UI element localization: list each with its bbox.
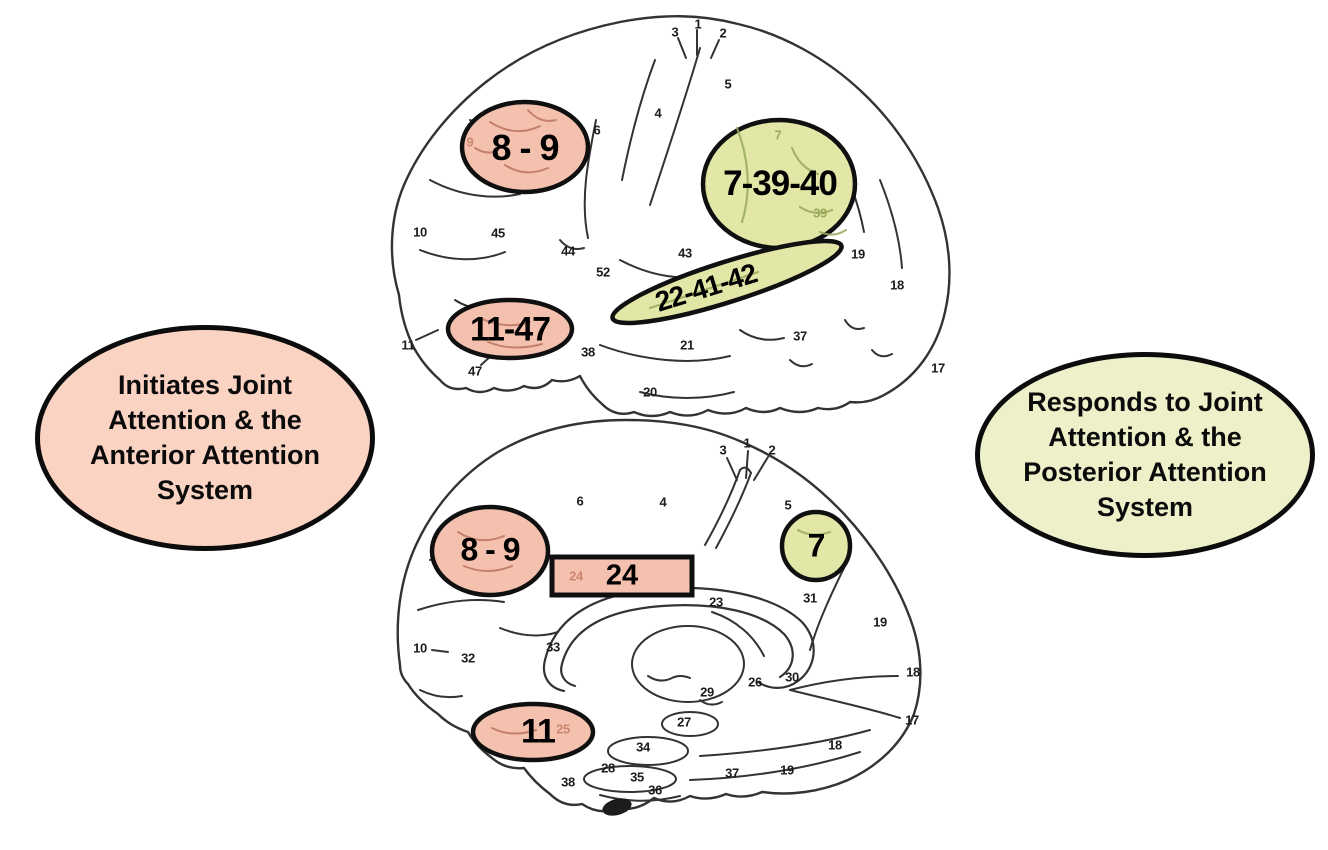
area-label-17: 17: [931, 360, 945, 376]
thalamus: [631, 625, 745, 703]
anterior-system-bubble: Initiates Joint Attention & the Anterior…: [35, 325, 375, 551]
area-label-17: 17: [905, 712, 919, 728]
region-label-medial-24: 24: [605, 559, 639, 592]
area-label-37: 37: [725, 765, 739, 781]
region-label-lateral-22-41-42: 22-41-42: [651, 257, 761, 318]
area-label-1: 1: [743, 435, 751, 451]
region-label-lateral-7-39-40: 7-39-40: [723, 164, 838, 203]
region-medial-11: [470, 701, 596, 763]
area-label-5: 5: [784, 497, 792, 513]
area-label-7: 7: [774, 127, 782, 143]
area-label-4: 4: [654, 105, 662, 121]
region-label-lateral-8-9: 8 - 9: [491, 127, 559, 168]
area-label-21: 21: [680, 337, 694, 353]
area-label-35: 35: [630, 769, 644, 785]
area-label-18: 18: [828, 737, 842, 753]
area-label-9: 9: [466, 134, 474, 150]
area-label-10: 10: [413, 640, 427, 656]
posterior-system-bubble: Responds to Joint Attention & the Poster…: [975, 352, 1315, 558]
area-label-52: 52: [596, 264, 610, 280]
area-label-45: 45: [491, 225, 505, 241]
area-label-18: 18: [906, 664, 920, 680]
area-label-37: 37: [793, 328, 807, 344]
area-label-6: 6: [593, 122, 601, 138]
area-label-32: 32: [461, 650, 475, 666]
area-label-36: 36: [648, 782, 662, 798]
area-label-38: 38: [581, 344, 595, 360]
area-label-43: 43: [678, 245, 692, 261]
uncus-oval: [661, 711, 719, 737]
region-label-medial-7: 7: [807, 527, 826, 564]
area-label-24: 24: [569, 568, 583, 584]
area-label-26: 26: [748, 674, 762, 690]
area-label-2: 2: [719, 25, 727, 41]
area-label-5: 5: [724, 76, 732, 92]
area-label-29: 29: [700, 684, 714, 700]
posterior-system-text: Responds to Joint Attention & the Poster…: [1023, 387, 1267, 522]
medial-leader-lines: [431, 450, 769, 653]
area-label-4: 4: [659, 494, 667, 510]
corpus-callosum: [542, 586, 815, 693]
area-label-39: 39: [813, 205, 827, 221]
area-label-1: 1: [694, 16, 702, 32]
area-label-25: 25: [556, 721, 570, 737]
area-label-11: 11: [401, 337, 415, 353]
area-label-44: 44: [561, 243, 575, 259]
region-label-medial-11: 11: [521, 712, 556, 751]
area-label-27: 27: [677, 714, 691, 730]
lateral-sulci: [419, 47, 903, 399]
region-medial-24: [549, 554, 695, 598]
region-medial-8-9: [429, 504, 551, 598]
area-label-2: 2: [768, 442, 776, 458]
region-inner-sulci-green: [648, 126, 848, 536]
area-label-20: 20: [643, 384, 657, 400]
area-label-34: 34: [636, 739, 650, 755]
area-label-33: 33: [546, 639, 560, 655]
area-label-38: 38: [561, 774, 575, 790]
area-label-19: 19: [780, 762, 794, 778]
area-label-47: 47: [468, 363, 482, 379]
area-label-30: 30: [785, 669, 799, 685]
area-label-31: 31: [803, 590, 817, 606]
area-label-3: 3: [671, 24, 679, 40]
anterior-system-text: Initiates Joint Attention & the Anterior…: [90, 370, 320, 505]
area-label-23: 23: [709, 594, 723, 610]
parahippocampal-oval: [607, 736, 689, 766]
region-label-lateral-11-47: 11-47: [469, 310, 551, 349]
temporal-pole-blob: [602, 798, 632, 816]
region-inner-sulci-pink: [457, 109, 557, 735]
area-label-19: 19: [851, 246, 865, 262]
area-label-10: 10: [413, 224, 427, 240]
area-label-3: 3: [719, 442, 727, 458]
area-label-19: 19: [873, 614, 887, 630]
region-medial-7: [779, 509, 853, 583]
entorhinal-oval: [583, 765, 677, 793]
area-label-28: 28: [601, 760, 615, 776]
area-label-6: 6: [576, 493, 584, 509]
region-label-medial-8-9: 8 - 9: [460, 531, 520, 568]
area-label-18: 18: [890, 277, 904, 293]
